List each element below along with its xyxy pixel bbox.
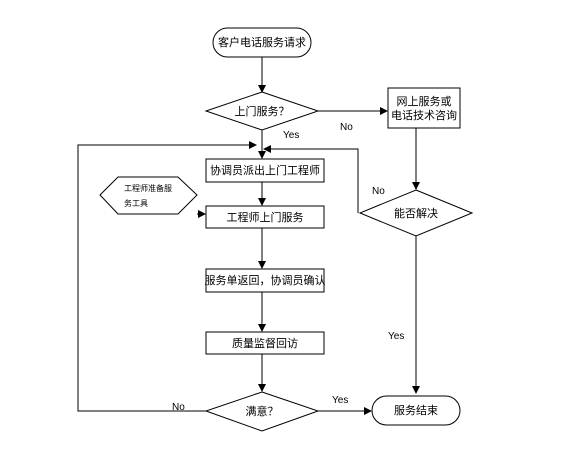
node-engineer-service: 工程师上门服务 [205, 205, 325, 229]
satisfied-yes-label: Yes [332, 395, 348, 406]
satisfied-no-label: No [172, 402, 185, 413]
end-terminator [371, 395, 461, 426]
node-dispatch: 协调员派出上门工程师 [205, 158, 325, 183]
onsite-decision-diamond [204, 91, 320, 131]
return-confirm-label: 服务单返回，协调员确认 [205, 273, 326, 287]
work-order-line2: 务工具 [124, 198, 148, 208]
node-satisfied-decision: 满意？ [204, 391, 320, 432]
edge-labels: Yes No No Yes Yes No [172, 122, 404, 413]
return-confirm-box [205, 268, 325, 293]
work-order-hexagon [99, 176, 198, 215]
remote-service-line1: 网上服务或 [397, 95, 452, 108]
start-label: 客户电话服务请求 [218, 35, 306, 49]
node-quality-followup: 质量监督回访 [205, 331, 325, 355]
resolved-yes-label: Yes [388, 331, 404, 342]
resolved-no-label: No [372, 186, 385, 197]
resolved-decision-label: 能否解决 [394, 206, 438, 220]
node-work-order: 工程师准备服 务工具 [99, 176, 198, 215]
dispatch-label: 协调员派出上门工程师 [210, 163, 320, 177]
edge-satisfied-no [77, 141, 257, 412]
end-label: 服务结束 [394, 404, 438, 417]
work-order-line1: 工程师准备服 [124, 183, 172, 193]
remote-service-box [387, 87, 461, 129]
quality-followup-box [205, 331, 325, 355]
node-remote-service: 网上服务或 电话技术咨询 [387, 87, 461, 129]
satisfied-decision-diamond [204, 391, 320, 432]
onsite-no-label: No [340, 122, 353, 133]
engineer-service-box [205, 205, 325, 229]
node-resolved-decision: 能否解决 [358, 189, 474, 237]
node-start: 客户电话服务请求 [212, 27, 312, 58]
edge-resolved-no [263, 145, 359, 213]
resolved-decision-diamond [358, 189, 474, 237]
onsite-yes-label: Yes [283, 130, 299, 141]
node-onsite-decision: 上门服务？ [204, 91, 320, 131]
satisfied-decision-label: 满意？ [246, 404, 279, 418]
dispatch-box [205, 158, 325, 183]
quality-followup-label: 质量监督回访 [232, 336, 298, 350]
onsite-decision-label: 上门服务？ [235, 104, 290, 118]
node-return-confirm: 服务单返回，协调员确认 [205, 268, 326, 293]
node-end: 服务结束 [371, 395, 461, 426]
edges [77, 57, 420, 415]
start-terminator [212, 27, 312, 58]
remote-service-line2: 电话技术咨询 [391, 108, 457, 122]
engineer-service-label: 工程师上门服务 [227, 210, 304, 224]
